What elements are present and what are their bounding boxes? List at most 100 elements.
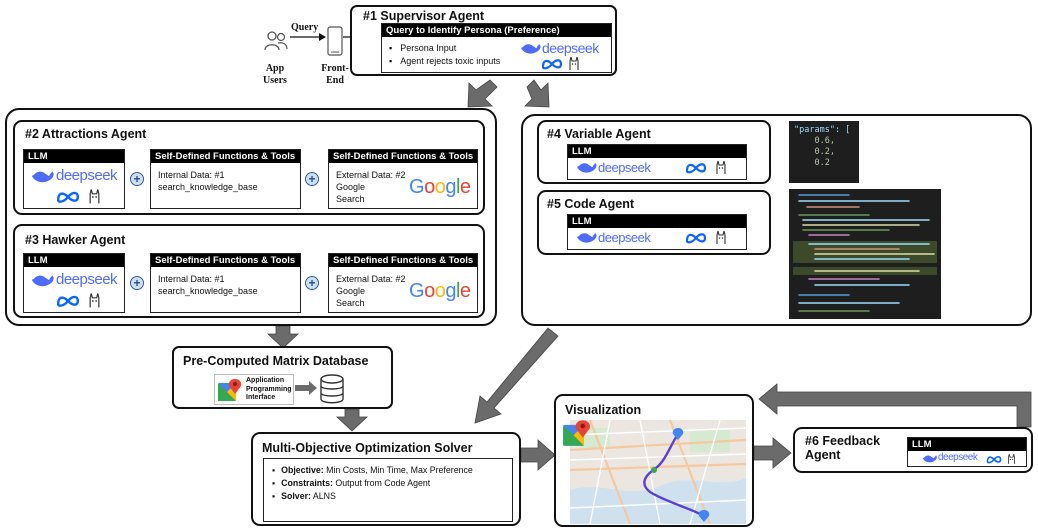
front-end-label: Front- End — [315, 63, 355, 87]
llama-icon — [89, 293, 100, 308]
variable-title: #4 Variable Agent — [547, 127, 651, 141]
llm-header: LLM — [568, 145, 746, 158]
attractions-agent-box: #2 Attractions Agent LLM deepseek + Self… — [13, 120, 485, 215]
plus-icon: + — [305, 276, 319, 290]
params-code-panel: "params": [ 0.6, 0.2, 0.2 — [789, 121, 859, 183]
arrow-solver-to-viz — [520, 439, 556, 471]
tools-line: External Data: #2 — [336, 274, 406, 284]
code-line: 0.2, — [794, 147, 835, 157]
api-line: Programming — [246, 385, 292, 393]
tools-line: Internal Data: #1 — [158, 274, 225, 284]
meta-icon — [56, 295, 80, 307]
api-panel: Application Programming Interface — [214, 374, 294, 405]
solver-item-label: Solver: — [281, 491, 311, 501]
code-agent-box: #5 Code Agent LLM deepseek — [537, 190, 771, 255]
solver-title: Multi-Objective Optimization Solver — [262, 441, 473, 455]
app-users-label: App Users — [258, 63, 292, 87]
query-arrow-head — [319, 33, 326, 41]
plus-icon: + — [305, 172, 319, 186]
llm-header: LLM — [908, 438, 1026, 451]
supervisor-query-header: Query to Identify Persona (Preference) — [382, 24, 611, 37]
code-agent-title: #5 Code Agent — [547, 197, 635, 211]
google-maps-pin-icon — [563, 420, 590, 446]
llm-header: LLM — [24, 254, 124, 267]
supervisor-bullets: Persona Input Agent rejects toxic inputs — [389, 42, 500, 68]
supervisor-title: #1 Supervisor Agent — [363, 9, 485, 23]
api-to-db-arrow — [295, 381, 317, 395]
feedback-llm-panel: LLM deepseek — [907, 437, 1027, 467]
feedback-title-line: #6 Feedback — [805, 434, 881, 448]
api-label: Application Programming Interface — [246, 377, 292, 403]
tools-line: Search — [336, 194, 365, 204]
api-line: Application — [246, 377, 285, 384]
app-users-line: App — [265, 63, 285, 74]
tools-line: External Data: #2 — [336, 170, 406, 180]
code-line: "params": [ — [794, 125, 851, 135]
arrow-feedback-loop — [758, 383, 1032, 428]
hawker-llm-panel: LLM deepseek — [23, 253, 125, 313]
solver-item-text: Min Costs, Min Time, Max Preference — [323, 465, 473, 475]
variable-llm-panel: LLM deepseek — [567, 144, 747, 180]
llm-header: LLM — [568, 215, 746, 228]
variable-agent-box: #4 Variable Agent LLM deepseek — [537, 120, 771, 184]
visualization-box: Visualization — [554, 394, 754, 527]
tools-line: Internal Data: #1 — [158, 170, 225, 180]
feedback-title: #6 Feedback Agent — [805, 434, 880, 462]
code-editor-panel — [789, 189, 941, 319]
map-view — [570, 420, 746, 524]
tools-line: search_knowledge_base — [158, 182, 258, 192]
meta-icon — [541, 59, 563, 70]
google-logo: Google — [409, 280, 471, 302]
supervisor-bullet: Agent rejects toxic inputs — [389, 55, 500, 68]
llama-icon — [716, 230, 726, 244]
deepseek-icon — [521, 44, 541, 54]
deepseek-icon — [577, 163, 597, 173]
plus-icon: + — [130, 172, 144, 186]
deepseek-icon — [31, 171, 54, 183]
attractions-external-tools: Self-Defined Functions & Tools External … — [328, 149, 478, 209]
code-llm-panel: LLM deepseek — [567, 214, 747, 250]
query-label: Query — [291, 22, 319, 33]
solver-item-label: Objective: — [281, 465, 324, 475]
tools-line: search_knowledge_base — [158, 286, 258, 296]
tools-line: Google — [336, 286, 366, 296]
solver-item-text: ALNS — [310, 491, 336, 501]
supervisor-bullet: Persona Input — [389, 42, 500, 55]
attractions-internal-tools: Self-Defined Functions & Tools Internal … — [150, 149, 301, 209]
llm-header: LLM — [24, 150, 124, 163]
deepseek-logo-text: deepseek — [598, 230, 651, 245]
arrow-code-to-solver — [474, 327, 559, 424]
feedback-agent-box: #6 Feedback Agent LLM deepseek — [793, 427, 1033, 473]
code-line: 0.6, — [794, 136, 835, 146]
arrow-matrix-to-solver — [335, 408, 369, 432]
solver-item-text: Output from Code Agent — [332, 478, 431, 488]
arrow-supervisor-to-variable — [524, 79, 550, 108]
phone-icon — [327, 26, 343, 56]
tools-header: Self-Defined Functions & Tools — [329, 254, 477, 267]
meta-icon — [986, 455, 1002, 464]
meta-icon — [685, 163, 707, 174]
deepseek-logo-text: deepseek — [598, 160, 651, 175]
attractions-llm-panel: LLM deepseek — [23, 149, 125, 209]
visualization-title: Visualization — [565, 403, 642, 417]
database-icon — [320, 374, 344, 404]
arrow-supervisor-to-attractions — [467, 79, 498, 108]
supervisor-query-panel: Query to Identify Persona (Preference) P… — [381, 23, 612, 73]
optimization-solver-box: Multi-Objective Optimization Solver ▪Obj… — [251, 432, 521, 526]
route-path — [643, 433, 705, 518]
deepseek-icon — [31, 275, 54, 287]
llama-icon — [1008, 454, 1015, 464]
hawker-external-tools: Self-Defined Functions & Tools External … — [328, 253, 478, 313]
hawker-internal-tools: Self-Defined Functions & Tools Internal … — [150, 253, 301, 313]
deepseek-icon — [922, 455, 937, 463]
arrow-viz-to-feedback — [753, 437, 792, 469]
tools-header: Self-Defined Functions & Tools — [151, 254, 300, 267]
meta-icon — [56, 191, 80, 203]
front-end-line: End — [326, 75, 344, 86]
google-logo: Google — [409, 176, 471, 198]
attractions-title: #2 Attractions Agent — [25, 127, 147, 141]
app-users-line: Users — [263, 75, 287, 86]
llama-icon — [716, 160, 726, 174]
feedback-title-line: Agent — [805, 448, 841, 462]
solver-details-panel: ▪Objective: Min Costs, Min Time, Max Pre… — [263, 458, 513, 522]
